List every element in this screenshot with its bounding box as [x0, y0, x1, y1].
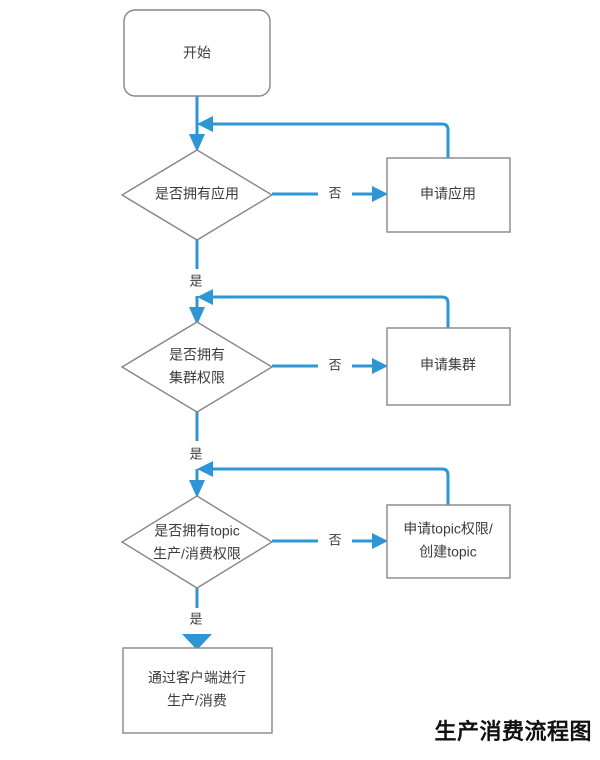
node-action-app-label: 申请应用 [420, 186, 476, 202]
node-start[interactable]: 开始 [123, 9, 271, 97]
connector-action-topic-loop-back [197, 461, 450, 505]
node-decision-cluster-label-line1: 是否拥有 [169, 347, 225, 363]
edge-label-yes-topic: 是 [189, 611, 202, 626]
node-decision-app-label: 是否拥有应用 [155, 186, 239, 202]
node-decision-cluster-label-line2: 集群权限 [169, 370, 225, 386]
node-action-cluster-label: 申请集群 [420, 357, 476, 373]
node-action-cluster[interactable]: 申请集群 [386, 327, 511, 406]
edge-label-no-cluster: 否 [328, 357, 341, 372]
connector-decision-cluster-no [272, 358, 388, 374]
node-action-topic-label-line1: 申请topic权限/ [403, 521, 493, 537]
connector-start-to-decision-app [189, 96, 205, 152]
node-end-label-line2: 生产/消费 [167, 693, 227, 709]
node-decision-app[interactable]: 是否拥有应用 [120, 149, 274, 241]
edge-label-no-app: 否 [328, 185, 341, 200]
node-end[interactable]: 通过客户端进行 生产/消费 [122, 647, 273, 734]
node-action-topic[interactable]: 申请topic权限/ 创建topic [386, 504, 511, 579]
node-decision-topic[interactable]: 是否拥有topic 生产/消费权限 [120, 495, 274, 589]
connector-action-cluster-loop-back [197, 289, 450, 328]
node-decision-topic-label-line1: 是否拥有topic [154, 523, 240, 539]
node-decision-cluster[interactable]: 是否拥有 集群权限 [120, 321, 274, 413]
node-action-app[interactable]: 申请应用 [386, 157, 511, 233]
node-decision-topic-label-line2: 生产/消费权限 [153, 546, 241, 562]
edge-label-yes-cluster: 是 [189, 446, 202, 461]
edge-label-yes-app: 是 [189, 273, 202, 288]
node-start-label: 开始 [183, 45, 211, 61]
node-action-topic-label-line2: 创建topic [419, 544, 477, 560]
connector-decision-app-no [272, 186, 388, 202]
edge-label-no-topic: 否 [328, 532, 341, 547]
connector-decision-topic-no [272, 533, 388, 549]
connector-decision-cluster-yes [189, 412, 205, 498]
connector-decision-app-yes [189, 240, 205, 325]
diagram-caption: 生产消费流程图 [434, 719, 592, 744]
connector-action-app-loop-back [197, 116, 450, 158]
connector-decision-topic-yes [182, 588, 212, 650]
node-end-label-line1: 通过客户端进行 [148, 670, 246, 686]
